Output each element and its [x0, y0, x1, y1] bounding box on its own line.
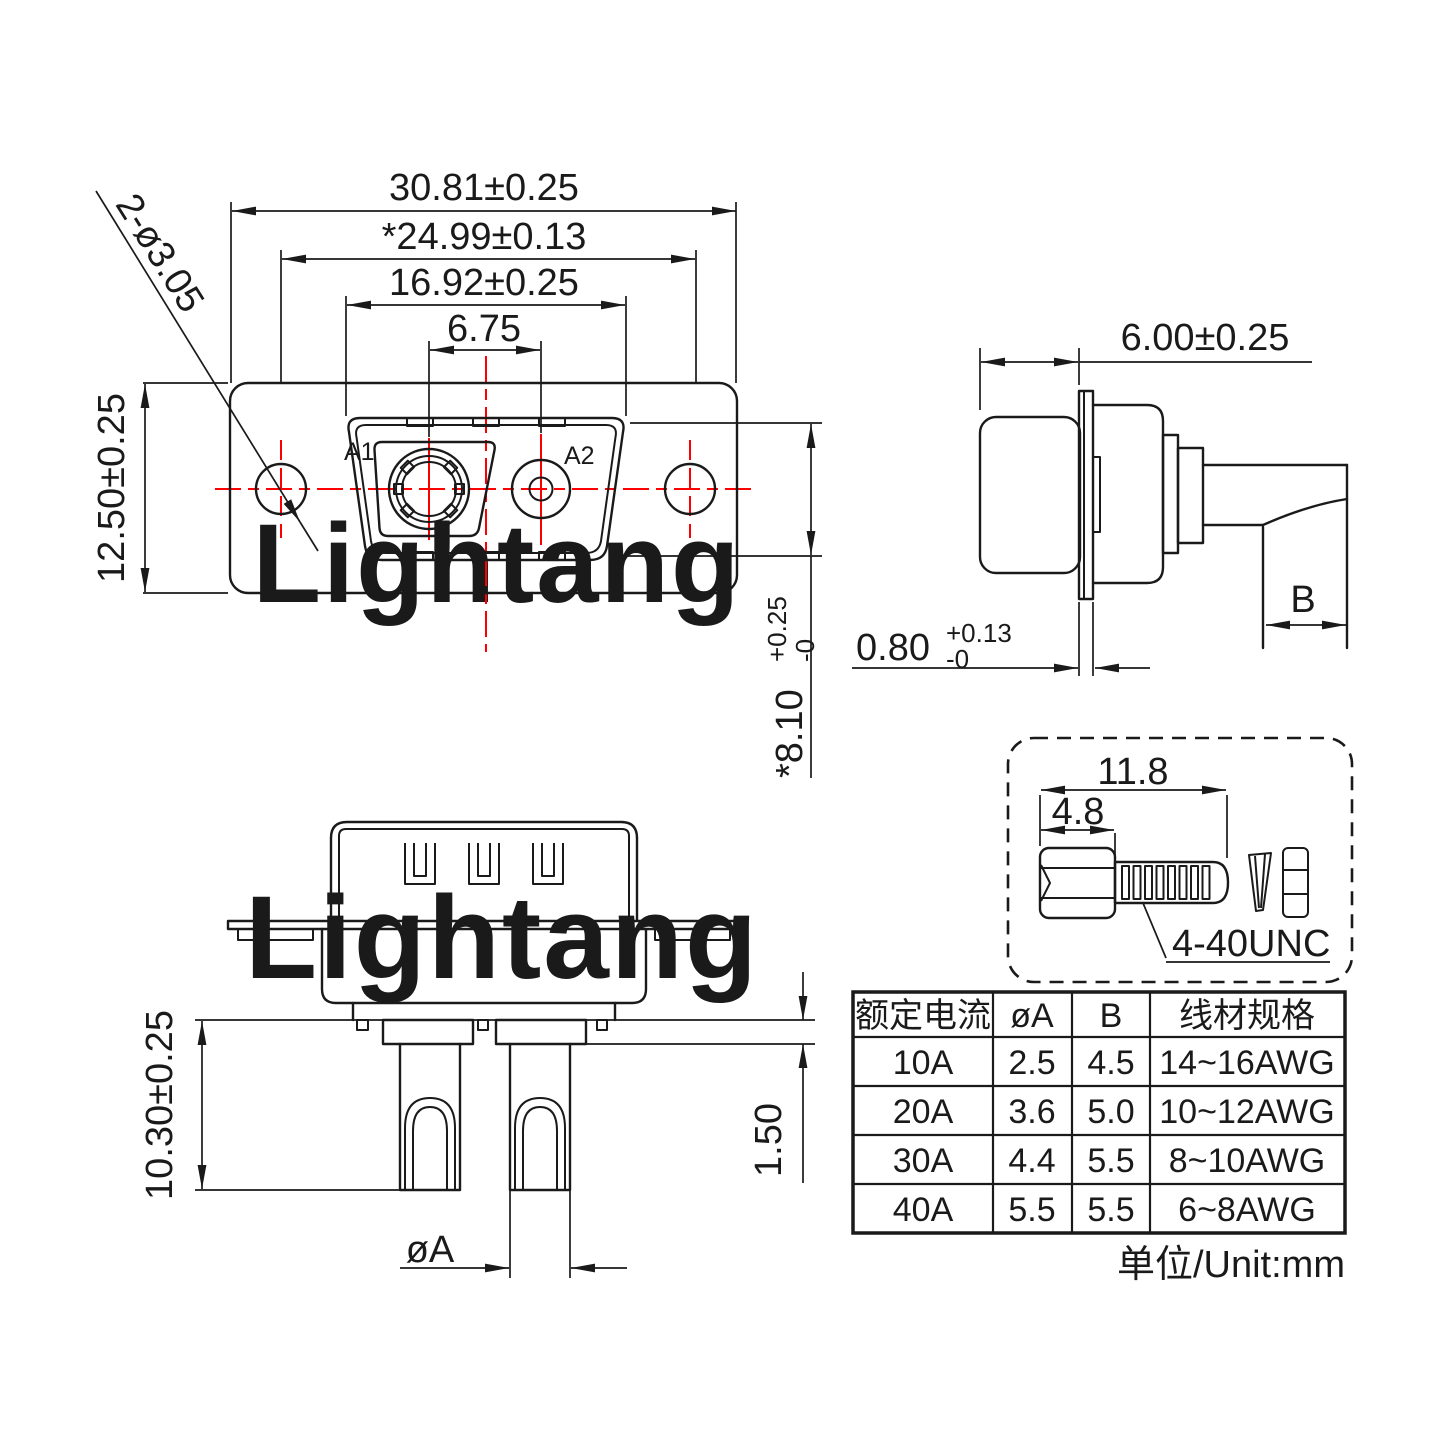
table-cell: 4.5: [1087, 1044, 1134, 1082]
shell-notches: [406, 417, 566, 561]
dim-contact-spacing: 6.75: [447, 308, 521, 350]
table-cell: 30A: [893, 1142, 954, 1180]
dim-tail-length: 10.30±0.25: [139, 1010, 181, 1200]
thread-spec-label: 4-40UNC: [1172, 923, 1330, 965]
table-header-dia: øA: [1010, 997, 1054, 1035]
table-cell: 14~16AWG: [1159, 1044, 1334, 1082]
mount-hole-right: [663, 462, 717, 516]
dim-shell-height: *8.10 +0.25 -0: [762, 596, 820, 778]
thumbscrew: [1038, 846, 1230, 920]
rear-lower-body: [320, 927, 648, 1005]
dim-mount-hole-dia: 2-ø3.05: [107, 187, 212, 320]
rear-neck: [351, 1001, 617, 1022]
side-view: [978, 389, 1349, 650]
rear-view-dimensions: 10.30±0.25 1.50 øA: [139, 972, 808, 1278]
table-cell: 3.6: [1008, 1093, 1055, 1131]
screw-detail-border: [1006, 736, 1354, 984]
table-cell: 8~10AWG: [1169, 1142, 1326, 1180]
screw-detail: 11.8 4.8: [1006, 736, 1354, 984]
table-cell: 10A: [893, 1044, 954, 1082]
dim-wire-bend-width: B: [1290, 579, 1315, 621]
side-step2: [1176, 446, 1205, 545]
svg-text:-0: -0: [946, 644, 969, 674]
contact-a2: [510, 458, 572, 520]
dim-flange-width: 30.81±0.25: [389, 167, 579, 209]
table-cell: 2.5: [1008, 1044, 1055, 1082]
mount-hole-left: [254, 462, 308, 516]
dim-screw-head: 4.8: [1052, 791, 1105, 833]
dim-step-height: 1.50: [748, 1103, 790, 1177]
wire-barrels: [398, 1042, 572, 1192]
side-view-dimensions: 6.00±0.25 0.80 +0.13 -0 B: [852, 317, 1346, 676]
spec-table: 额定电流 øA B 线材规格 10A 2.5 4.5 14~16AWG 20A …: [851, 990, 1347, 1286]
dim-depth: 6.00±0.25: [1121, 317, 1290, 359]
side-front-body: [978, 415, 1082, 575]
rear-base-line: [195, 1019, 815, 1045]
side-step1: [1161, 433, 1180, 555]
dim-flange-height: 12.50±0.25: [91, 393, 133, 583]
rear-shell-body: [329, 820, 639, 923]
dim-shell-width: 16.92±0.25: [389, 262, 579, 304]
table-cell: 20A: [893, 1093, 954, 1131]
table-header-b: B: [1100, 997, 1123, 1035]
watermark-front: Lightang: [253, 501, 742, 626]
svg-text:0.80: 0.80: [856, 627, 930, 669]
hex-nut: [1282, 847, 1309, 918]
svg-text:+0.25: +0.25: [762, 596, 792, 662]
dim-wire-dia: øA: [406, 1229, 455, 1271]
rear-flange: [226, 919, 742, 941]
table-cell: 5.5: [1087, 1142, 1134, 1180]
rear-view: [195, 820, 815, 1192]
contact-a1: [387, 447, 471, 531]
table-cell: 6~8AWG: [1178, 1191, 1316, 1229]
dim-flange-thickness: 0.80 +0.13 -0: [856, 618, 1012, 674]
contact-a2-label: A2: [564, 442, 595, 470]
side-rear-body: [1091, 403, 1165, 585]
table-cell: 10~12AWG: [1159, 1093, 1334, 1131]
front-view: A1 A2: [215, 356, 753, 652]
table-header-wire: 线材规格: [1179, 997, 1315, 1035]
table-cell: 40A: [893, 1191, 954, 1229]
dim-hole-spacing: *24.99±0.13: [382, 216, 587, 258]
table-cell: 4.4: [1008, 1142, 1055, 1180]
rear-base-tabs: [356, 1019, 608, 1031]
svg-text:+0.13: +0.13: [946, 618, 1012, 648]
svg-text:-0: -0: [790, 639, 820, 662]
dim-screw-length: 11.8: [1097, 751, 1168, 793]
svg-text:*8.10: *8.10: [769, 689, 811, 778]
wedge-pin: [1248, 852, 1272, 912]
side-wire: [1201, 463, 1349, 650]
unit-note: 单位/Unit:mm: [1117, 1244, 1345, 1286]
table-header-current: 额定电流: [855, 997, 991, 1035]
table-cell: 5.5: [1008, 1191, 1055, 1229]
terminal-blocks: [381, 1018, 588, 1046]
dsub-shell: [347, 416, 625, 562]
side-rear-body-detail: [1092, 456, 1101, 533]
table-cell: 5.5: [1087, 1191, 1134, 1229]
contact-a1-label: A1: [344, 438, 375, 466]
contact-insert: [373, 440, 496, 538]
screw-threads: [1121, 865, 1211, 900]
front-flange: [228, 381, 739, 595]
table-cell: 5.0: [1087, 1093, 1134, 1131]
rear-slots: [404, 843, 564, 885]
contact-a1-keys: [393, 459, 465, 519]
